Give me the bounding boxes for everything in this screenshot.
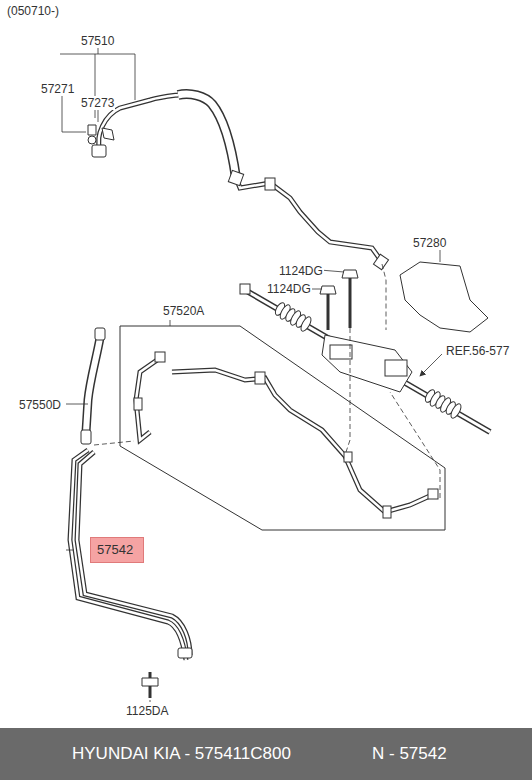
- callout-number: 57271: [40, 82, 75, 96]
- bolt: [88, 125, 358, 698]
- boot-fold: [449, 402, 463, 419]
- callout-number: 57273: [80, 96, 115, 110]
- node-text: 57542: [97, 542, 133, 557]
- callout-number: 57550D: [18, 398, 62, 412]
- leader-lines: [60, 48, 442, 702]
- cover-shield: [400, 262, 488, 332]
- callout-number: 1124DG: [266, 282, 312, 296]
- node-text: N - 57542: [372, 744, 447, 764]
- callout-number: REF.56-577: [445, 344, 510, 358]
- pipe: [70, 95, 432, 660]
- footer-band: HYUNDAI KIA - 575411C800 N - 57542: [0, 728, 532, 780]
- node-text: HYUNDAI KIA - 575411C800: [72, 744, 291, 764]
- node-text: 57520A: [162, 304, 205, 318]
- region-outline: [118, 304, 448, 534]
- highlight-box: 57542: [90, 537, 144, 563]
- dashed-guide: [94, 264, 440, 498]
- assembly-region: 57520A: [118, 304, 448, 534]
- callout-number: (050710-): [6, 4, 60, 18]
- callout-number: 57280: [412, 236, 447, 250]
- callout-number: 1125DA: [125, 704, 169, 718]
- boot-fold: [299, 315, 313, 332]
- hose: [86, 94, 236, 432]
- fittings: [81, 145, 438, 658]
- callout-number: 1124DG: [278, 264, 324, 278]
- callout-number: 57510: [80, 34, 115, 48]
